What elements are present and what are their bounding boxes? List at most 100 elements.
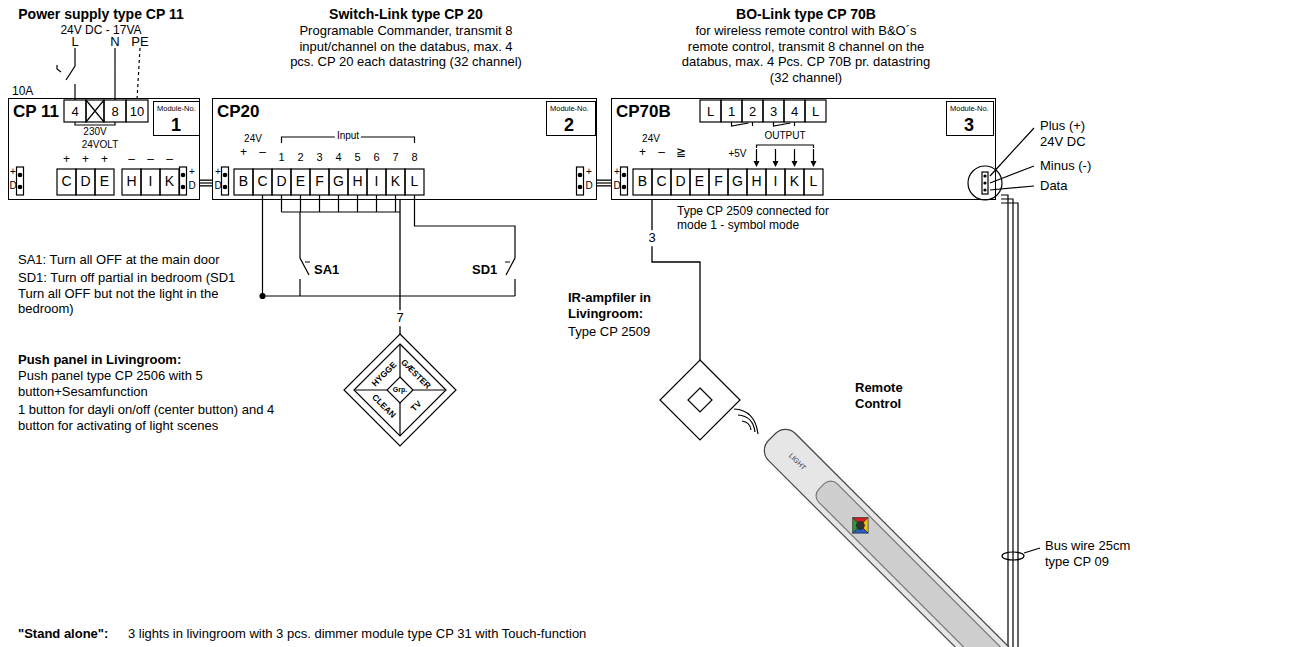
module-number: Module-No. bbox=[950, 104, 989, 113]
terminal bbox=[766, 169, 785, 195]
terminal-number: 4 bbox=[71, 104, 78, 120]
terminal bbox=[64, 100, 86, 122]
bus-link-core bbox=[597, 182, 611, 183]
earth-wire bbox=[137, 48, 140, 100]
connector-pin-name: D bbox=[214, 180, 221, 192]
relay-terminal: 2 bbox=[749, 104, 756, 120]
input-number: 2 bbox=[297, 151, 303, 164]
terminal bbox=[348, 169, 367, 195]
terminal-letter: D bbox=[80, 173, 90, 190]
remote-control-outline bbox=[750, 425, 980, 647]
connector-pin bbox=[223, 173, 226, 176]
terminal-letter: D bbox=[276, 173, 286, 190]
module-number: Module-No. bbox=[550, 104, 589, 113]
terminal bbox=[405, 169, 424, 195]
connector-pin-name: D bbox=[613, 180, 620, 192]
terminal bbox=[633, 169, 652, 195]
note-text: Type CP 2509 connected for mode 1 - symb… bbox=[677, 204, 847, 233]
voltage-label: 24V bbox=[244, 133, 262, 145]
polarity-mark: + bbox=[639, 145, 646, 159]
terminal-number: 8 bbox=[111, 104, 118, 120]
terminal-number: 10 bbox=[130, 104, 144, 120]
input-label: Input bbox=[335, 130, 361, 142]
bus-link bbox=[200, 180, 212, 187]
terminal bbox=[160, 169, 179, 195]
terminal bbox=[272, 169, 291, 195]
infrared-waves bbox=[734, 409, 758, 434]
wire-name: PE bbox=[131, 34, 148, 50]
bus-wire-mark bbox=[1002, 552, 1024, 560]
pin-label: 24V DC bbox=[1040, 134, 1086, 150]
input-number: 1 bbox=[278, 151, 284, 164]
terminal-letter: C bbox=[656, 173, 666, 190]
pin-label: Minus (-) bbox=[1040, 158, 1091, 174]
terminal bbox=[291, 169, 310, 195]
bus-link-core bbox=[200, 182, 212, 183]
connector-pin-name: D bbox=[9, 180, 16, 192]
input-number: 5 bbox=[354, 151, 360, 164]
input-wiring bbox=[282, 195, 401, 212]
polarity-mark: – bbox=[128, 152, 135, 166]
bus-connector bbox=[982, 172, 988, 194]
module-number: Module-No. bbox=[157, 104, 196, 113]
module-text: CP70B bbox=[616, 102, 671, 122]
device-caption: Remote Control bbox=[855, 380, 925, 411]
polarity-mark: – bbox=[658, 145, 665, 159]
terminal-letter: H bbox=[352, 173, 362, 190]
terminal-letter: C bbox=[257, 173, 267, 190]
terminal bbox=[122, 169, 141, 195]
input-number: 6 bbox=[373, 151, 379, 164]
terminal-letter: F bbox=[315, 173, 324, 190]
push-switch-sd1 bbox=[415, 195, 516, 296]
polarity-mark: + bbox=[240, 145, 247, 159]
pin-label: Plus (+) bbox=[1040, 118, 1085, 134]
voltage-bracket bbox=[75, 122, 115, 125]
bus-connector bbox=[222, 167, 229, 195]
push-panel-diamond: HYGGEGÆSTERCLEANTVGrp. bbox=[344, 334, 456, 446]
connector-pin-name: D bbox=[585, 180, 592, 192]
ir-amplifier-diamond-outline bbox=[660, 360, 740, 440]
module-number-box: Module-No.2 bbox=[546, 101, 596, 136]
connector-pins bbox=[983, 174, 986, 191]
module-text: CP 11 bbox=[13, 102, 59, 122]
terminal bbox=[57, 169, 76, 195]
terminal bbox=[728, 169, 747, 195]
mains-wire bbox=[57, 48, 115, 100]
relay-terminal: 1 bbox=[728, 104, 735, 120]
wire-count: 3 bbox=[646, 230, 657, 246]
voltage-label: 230V bbox=[83, 126, 106, 138]
terminal bbox=[804, 169, 823, 195]
terminal-letter: I bbox=[375, 173, 379, 190]
terminal bbox=[671, 169, 690, 195]
connector-pin bbox=[181, 173, 184, 176]
output-label: OUTPUT bbox=[764, 130, 805, 142]
connector-pin bbox=[578, 173, 581, 176]
connector-pin-name: + bbox=[10, 166, 16, 178]
terminal-letter: K bbox=[165, 173, 174, 190]
connector-pin bbox=[181, 185, 184, 188]
terminal bbox=[310, 169, 329, 195]
polarity-mark: + bbox=[63, 152, 70, 166]
input-number: 3 bbox=[316, 151, 322, 164]
terminal bbox=[86, 100, 104, 122]
bus-wire bbox=[1001, 195, 1018, 647]
output-bracket bbox=[757, 145, 814, 148]
remote-control: Remote ControlLIGHT bbox=[750, 425, 980, 647]
module-text: Power supply type CP 11 bbox=[18, 6, 183, 23]
connector-pin-name: + bbox=[189, 166, 195, 178]
bus-link-gap bbox=[597, 181, 611, 185]
wire-count: 7 bbox=[394, 310, 405, 326]
terminal bbox=[126, 100, 148, 122]
polarity-mark: – bbox=[147, 152, 154, 166]
polarity-mark: + bbox=[101, 152, 108, 166]
relay-terminal: L bbox=[707, 104, 714, 120]
terminal-letter: G bbox=[732, 173, 743, 190]
module-number-box: Module-No.1 bbox=[153, 101, 200, 136]
terminal-letter: H bbox=[126, 173, 136, 190]
connector-pin-name: D bbox=[188, 180, 195, 192]
leader-line bbox=[1024, 548, 1040, 553]
note-text: 3 lights in livingroom with 3 pcs. dimme… bbox=[128, 626, 586, 642]
terminal-letter: K bbox=[391, 173, 400, 190]
terminal bbox=[785, 169, 804, 195]
input-number: 4 bbox=[335, 151, 341, 164]
